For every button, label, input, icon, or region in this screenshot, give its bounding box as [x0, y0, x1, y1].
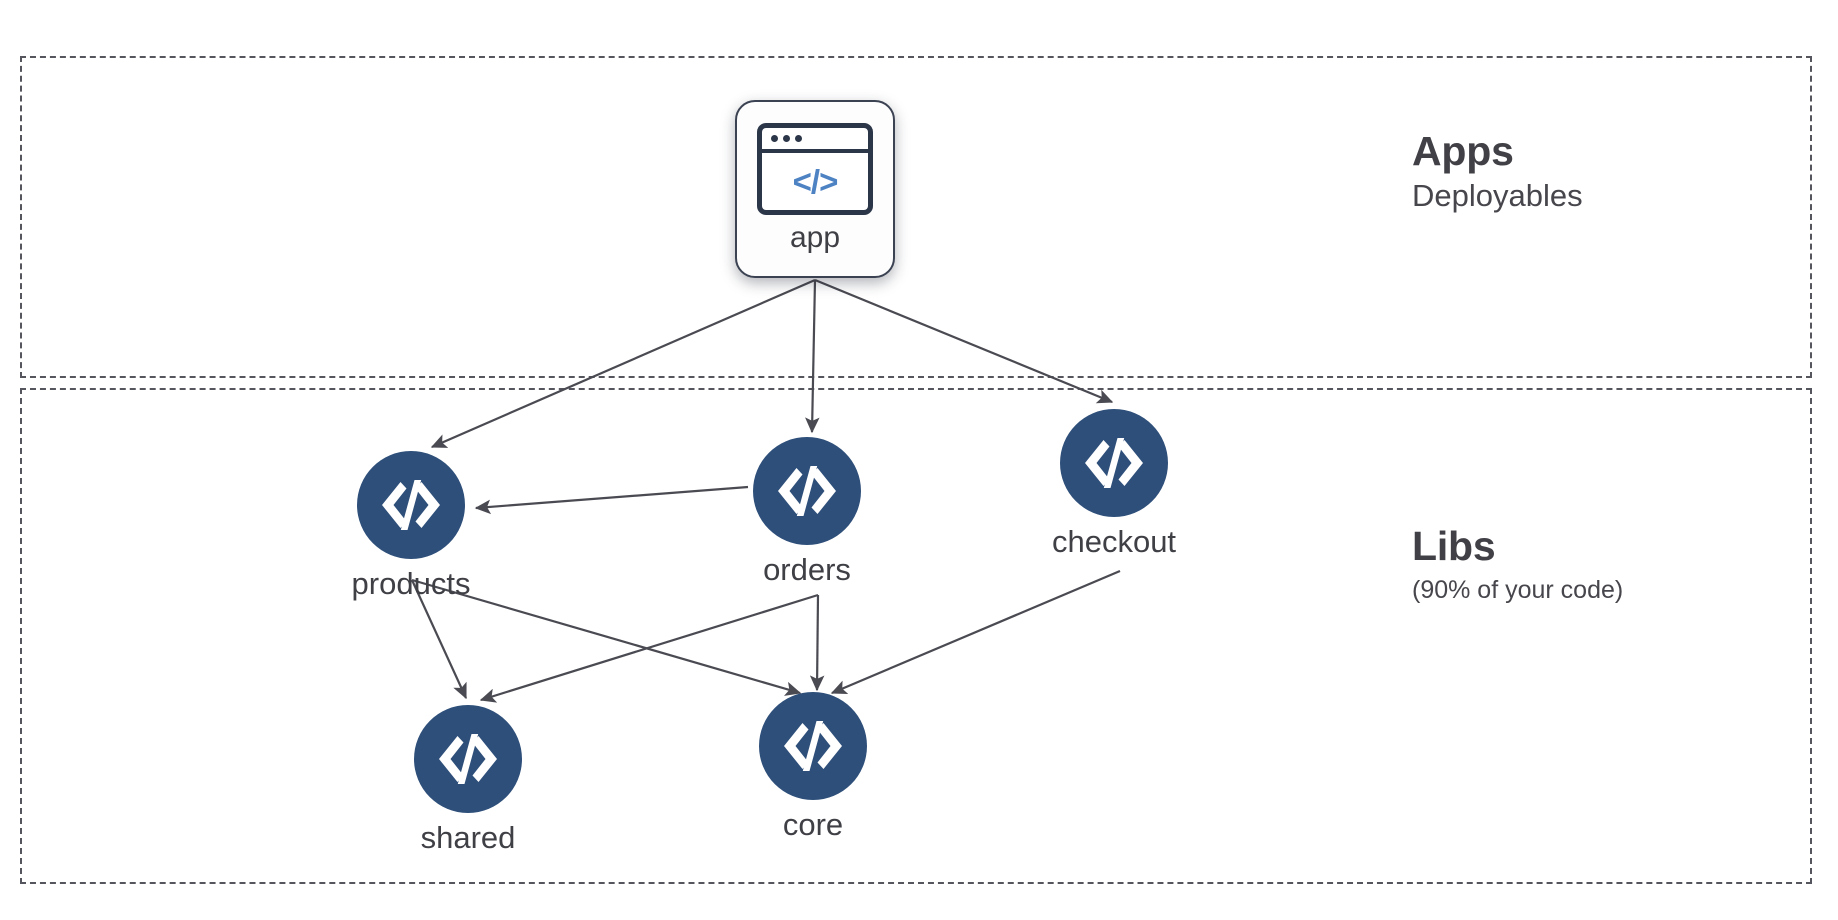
node-products[interactable]: products — [352, 451, 470, 601]
browser-icon-screen: </> — [762, 153, 868, 210]
node-app-label: app — [789, 221, 841, 254]
node-checkout-circle — [1060, 409, 1168, 517]
node-core[interactable]: core — [759, 692, 867, 842]
node-checkout-label: checkout — [1051, 524, 1177, 559]
code-brackets-icon — [439, 734, 497, 784]
node-products-circle — [357, 451, 465, 559]
code-brackets-icon — [784, 721, 842, 771]
browser-icon-titlebar — [762, 128, 868, 153]
browser-code-icon: </> — [757, 123, 873, 215]
zone-libs-title: Libs — [1412, 523, 1496, 569]
node-orders-label: orders — [763, 552, 851, 587]
zone-libs-caption: Libs (90% of your code) — [1412, 523, 1624, 605]
browser-dot-2 — [783, 135, 790, 142]
browser-dot-1 — [771, 135, 778, 142]
node-orders-circle — [753, 437, 861, 545]
node-shared[interactable]: shared — [414, 705, 522, 855]
node-core-label: core — [782, 807, 844, 842]
node-orders[interactable]: orders — [753, 437, 861, 587]
zone-apps — [20, 56, 1812, 378]
node-core-circle — [759, 692, 867, 800]
zone-libs — [20, 388, 1812, 884]
node-app[interactable]: </> app — [735, 100, 895, 278]
code-brackets-icon: </> — [792, 163, 839, 200]
zone-libs-subtitle: (90% of your code) — [1412, 576, 1624, 605]
zone-apps-caption: Apps Deployables — [1412, 128, 1583, 215]
browser-dot-3 — [795, 135, 802, 142]
code-brackets-icon — [382, 480, 440, 530]
code-brackets-icon — [1085, 438, 1143, 488]
zone-apps-title: Apps — [1412, 128, 1514, 174]
node-products-label: products — [351, 566, 471, 601]
node-shared-circle — [414, 705, 522, 813]
node-checkout[interactable]: checkout — [1052, 409, 1176, 559]
code-brackets-icon — [778, 466, 836, 516]
zone-apps-subtitle: Deployables — [1412, 178, 1583, 214]
node-shared-label: shared — [420, 820, 516, 855]
